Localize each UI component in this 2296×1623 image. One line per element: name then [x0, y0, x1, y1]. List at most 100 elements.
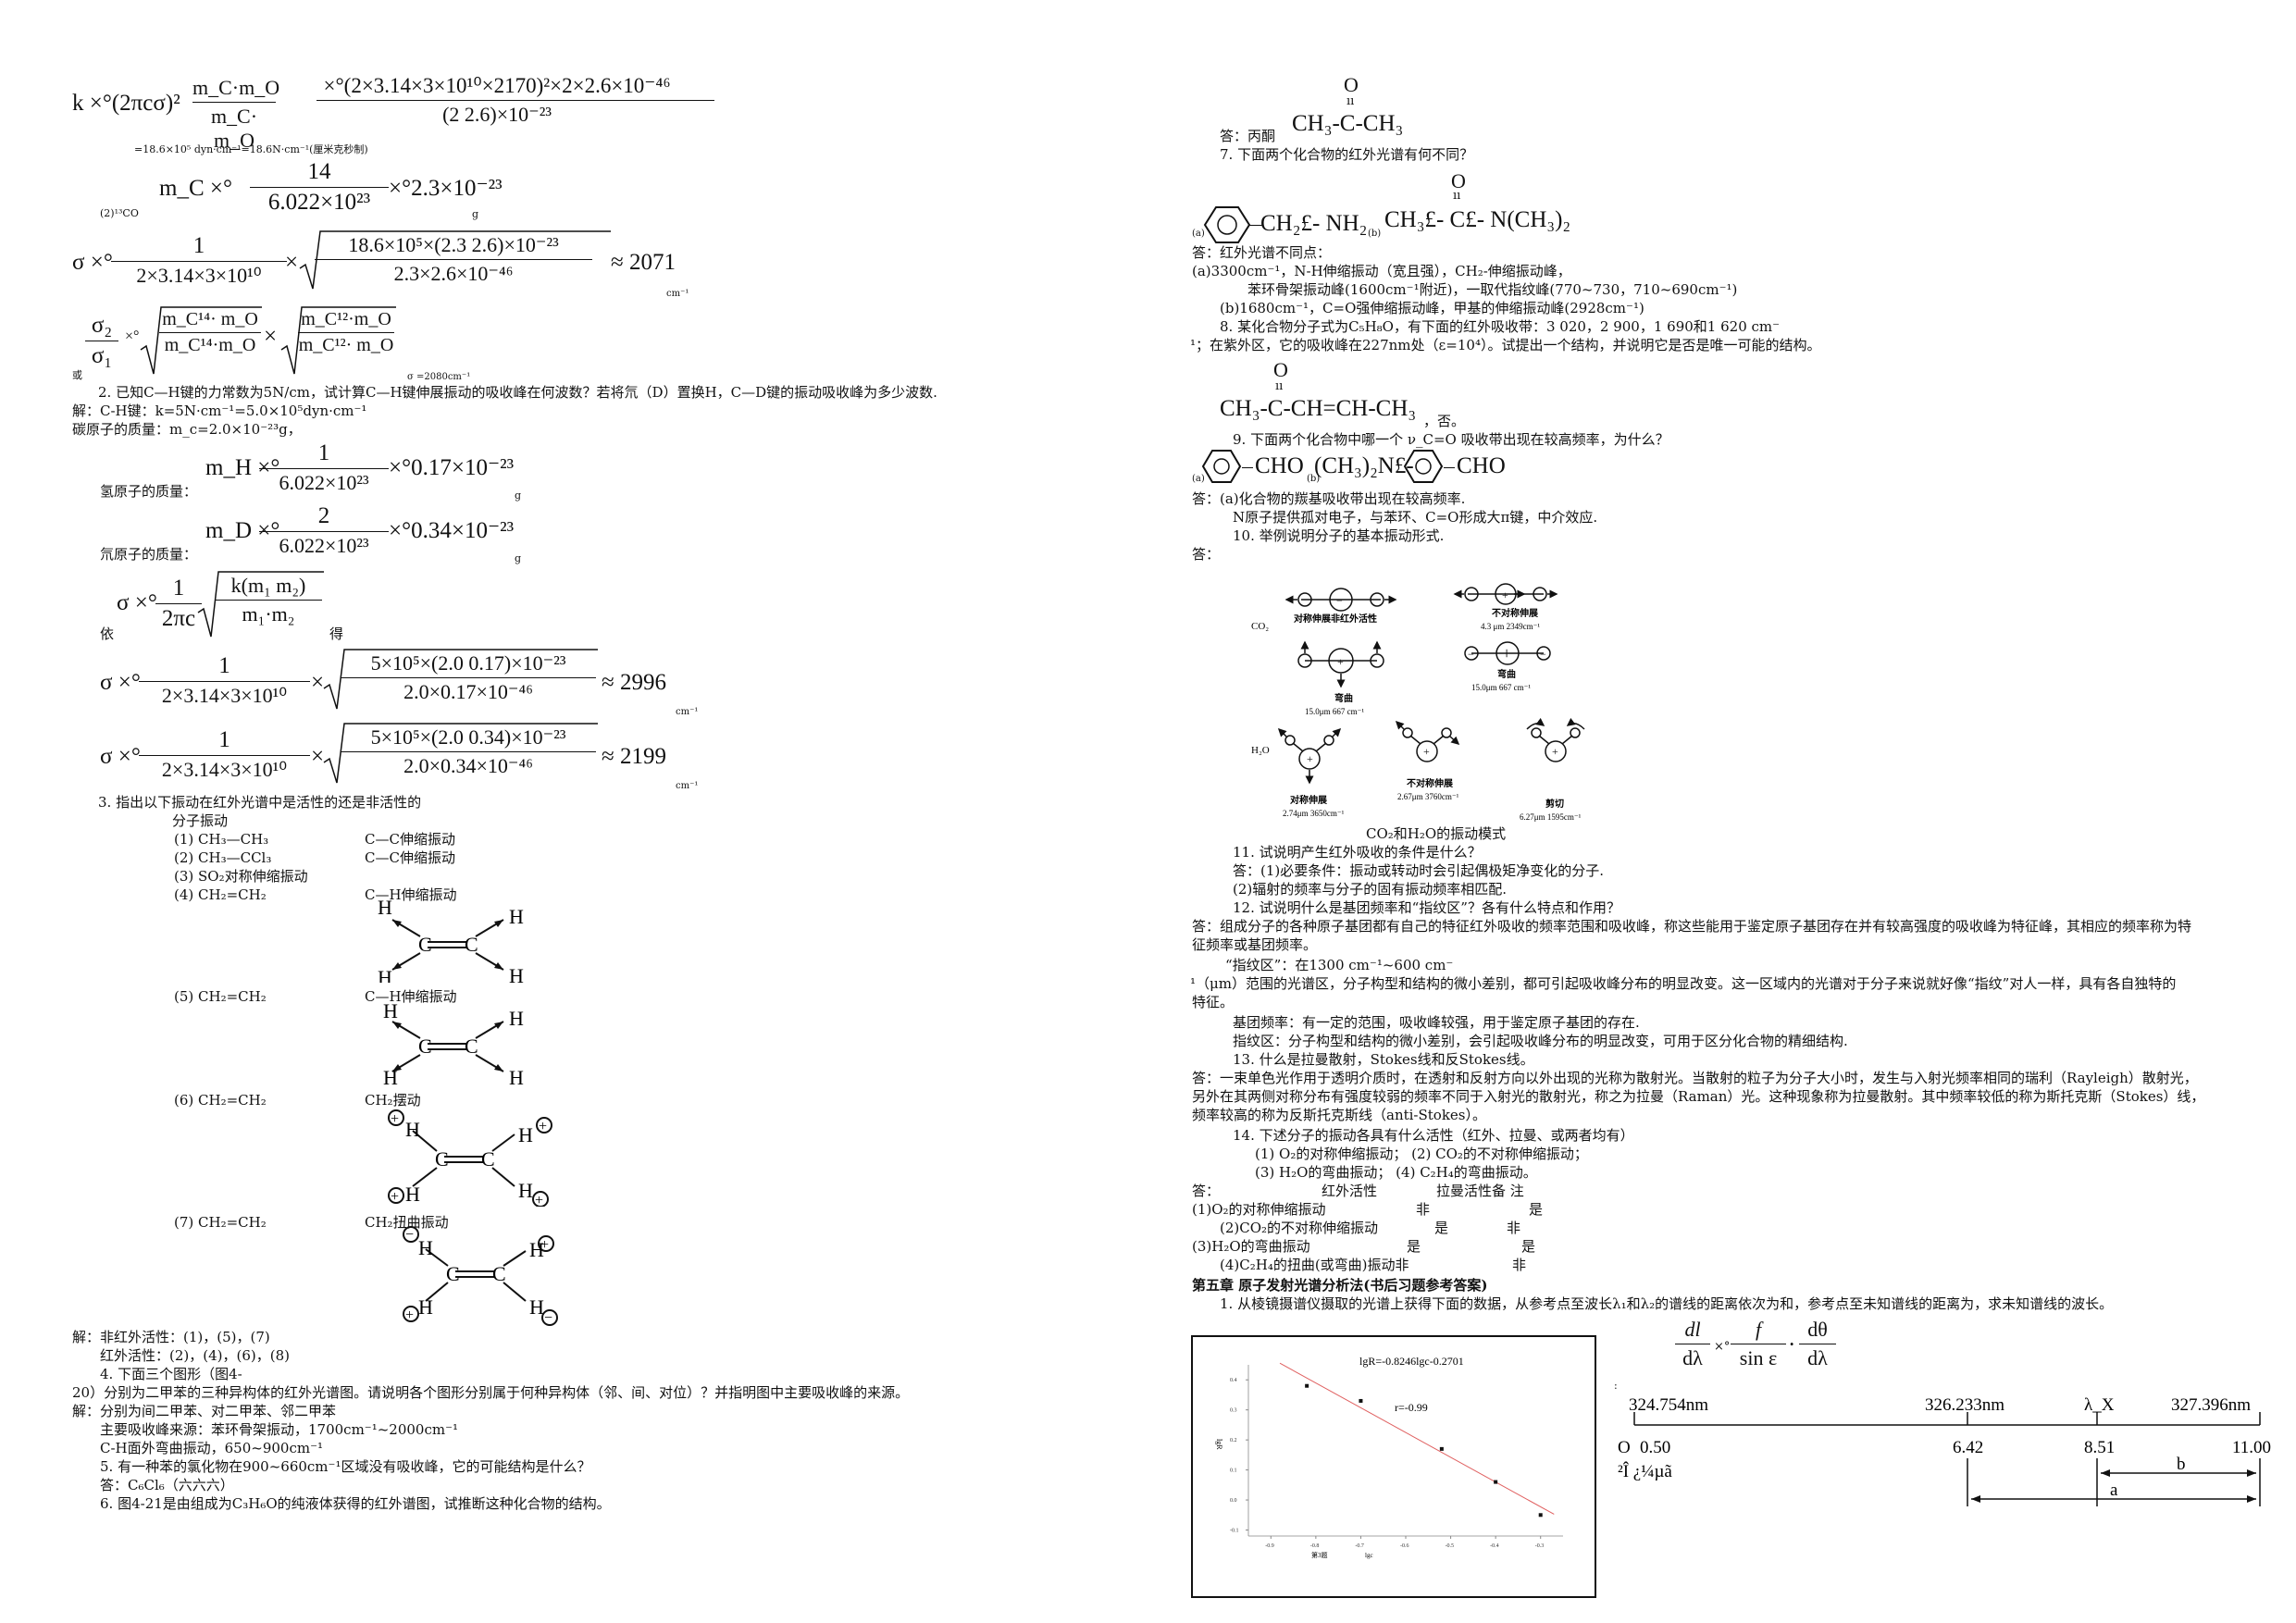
svg-text:−: − [544, 1310, 552, 1326]
svg-text:+: + [391, 1189, 399, 1205]
sd-rad-num: 5×10⁵×(2.0 0.34)×10⁻²³ [370, 725, 566, 749]
sg-frac: 1 2πc [155, 576, 202, 632]
scale-w1: 324.754nm [1629, 1395, 1708, 1415]
md-num: 2 [317, 503, 330, 528]
q9-b-cho: CHO [1457, 453, 1506, 478]
q5: 5. 有一种苯的氯化物在900~660cm⁻¹区域没有吸收峰，它的可能结构是什么… [100, 1458, 591, 1475]
atom-h: H [509, 905, 524, 928]
ans14-row4-raman: 非 [1512, 1257, 1527, 1273]
svg-text:+: + [1423, 745, 1430, 758]
ans13c: 频率较高的称为反斯托克斯线（anti-Stokes）。 [1192, 1107, 1486, 1123]
scale-w2: 326.233nm [1925, 1395, 2004, 1415]
ans6: 答：丙酮 [1220, 128, 1276, 144]
disp-colon: : [1614, 1380, 1618, 1392]
ans4c: C-H面外弯曲振动，650~900cm⁻¹ [100, 1440, 324, 1456]
scale-v0: 0.50 [1640, 1438, 1670, 1457]
atom-h: H [509, 1007, 524, 1030]
eq2-label: (2)¹³CO [100, 207, 139, 219]
eq1-frac2: ×°(2×3.14×3×10¹⁰×2170)²×2×2.6×10⁻⁴⁶ (2 2… [279, 74, 714, 127]
graph-ylabel: lgR [1215, 1439, 1223, 1450]
sg-den: 2πc [161, 606, 196, 631]
sg-radical [197, 571, 324, 638]
y-tick-label: 0.1 [1230, 1468, 1237, 1474]
q9: 9. 下面两个化合物中哪一个 ν_C=O 吸收带出现在较高频率，为什么？ [1233, 431, 1669, 448]
vib-h2o-asym-value: 2.67μm 3760cm⁻¹ [1397, 792, 1459, 801]
ans3a: 解：非红外活性：(1)，(5)，(7) [72, 1329, 270, 1345]
mh-rhs: ×°0.17×10⁻²³ [389, 455, 515, 480]
y-tick-label: 0.0 [1230, 1498, 1237, 1504]
graph-r-value: r=-0.99 [1395, 1401, 1428, 1414]
eq3-frac: 1 2×3.14×3×10¹⁰ [111, 233, 287, 288]
eq1-lhs: k ×°(2πcσ)² [72, 91, 180, 116]
sh-rad-den: 2.0×0.17×10⁻⁴⁶ [403, 680, 533, 703]
scale-wx: λ_X [2084, 1395, 2115, 1415]
graph-xlabel: lgc [1365, 1552, 1373, 1559]
scale-b: b [2177, 1455, 2186, 1474]
svg-text:+: + [405, 1307, 414, 1323]
data-point [1439, 1446, 1444, 1451]
md-label: 氘原子的质量： [100, 546, 198, 563]
svg-text:+: + [540, 1237, 549, 1253]
sh-rad-num: 5×10⁵×(2.0 0.17)×10⁻²³ [370, 651, 566, 675]
ans14-row2-ir: 是 [1434, 1220, 1449, 1236]
eq4-radical2 [280, 306, 396, 375]
atom-h: H [418, 1295, 433, 1319]
fit-line [1279, 1362, 1555, 1515]
ethylene-diagram-1: H H H H C C [378, 899, 524, 983]
ans12b: 征频率或基团频率。 [1192, 936, 1318, 953]
times-sign: × [311, 670, 325, 695]
q2-text: 2. 已知C—H键的力常数为5N/cm，试计算C—H键伸展振动的吸收峰在何波数？… [98, 384, 937, 401]
ans7a: 答：红外光谱不同点： [1192, 244, 1332, 261]
sg-lhs: σ ×° [117, 590, 157, 615]
q7: 7. 下面两个化合物的红外光谱有何不同？ [1220, 146, 1474, 163]
q14b: (3) H₂O的弯曲振动； (4) C₂H₄的弯曲振动。 [1255, 1164, 1537, 1181]
eq1-note: =18.6×10⁵ dyn·cm⁻¹=18.6N·cm⁻¹(厘米克秒制) [134, 143, 368, 155]
svg-text:−: − [405, 1227, 414, 1243]
q2-sol2: 碳原子的质量：m_c=2.0×10⁻²³g， [72, 421, 302, 438]
sd-frac: 1 2×3.14×3×10¹⁰ [139, 727, 310, 782]
sg-num: 1 [172, 576, 185, 601]
eq4-rhs: σ =2080cm⁻¹ [407, 372, 471, 382]
vib-h2o-scissor-label: 剪切 [1545, 798, 1564, 810]
atom-c: C [435, 1147, 449, 1171]
q9-b-label: (b) [1307, 474, 1321, 484]
ans13b: 另外在其两侧对称分布有强度较弱的频率不同于入射光的散射光，称之为拉曼（Raman… [1192, 1088, 2205, 1105]
vib-asym-label: 不对称伸展 [1492, 607, 1538, 619]
sh-frac: 1 2×3.14×3×10¹⁰ [139, 653, 310, 708]
ans14-row2-name: (2)CO₂的不对称伸缩振动 [1220, 1220, 1379, 1236]
sd-num: 1 [218, 727, 230, 752]
md-lhs: m_D ×° [205, 518, 280, 543]
q7-b-double-bond: ıı [1453, 189, 1461, 203]
ans9a: 答：(a)化合物的羰基吸收带出现在较高频率. [1192, 490, 1466, 507]
ans7b: (a)3300cm⁻¹，N-H伸缩振动（宽且强），CH₂-伸缩振动峰， [1192, 263, 1571, 279]
atom-h: H [509, 964, 524, 983]
sd-radical [323, 723, 598, 784]
eq3-rad-den: 2.3×2.6×10⁻⁴⁶ [393, 262, 514, 285]
md-unit: g [515, 552, 522, 564]
sh-den: 2×3.14×3×10¹⁰ [161, 684, 288, 707]
sd-rhs: ≈ 2199 [602, 744, 666, 769]
disp-lhs: dl dλ [1675, 1318, 1710, 1370]
y-tick-label: -0.1 [1230, 1529, 1239, 1534]
q7-b-label: (b) [1368, 229, 1382, 239]
svg-text:−: − [1336, 594, 1343, 607]
q3-row7-a: (7) CH₂=CH₂ [174, 1214, 267, 1231]
data-point [1538, 1513, 1543, 1518]
q4a: 4. 下面三个图形（图4- [100, 1366, 242, 1382]
ans14-row2-raman: 非 [1507, 1220, 1521, 1236]
eq4-lhs-den: σ₁ [91, 343, 113, 368]
atom-h: H [529, 1295, 544, 1319]
eq1-num1: m_C·m_O [192, 76, 280, 99]
q2-sol1: 解：C-H键：k=5N·cm⁻¹=5.0×10⁵dyn·cm⁻¹ [72, 403, 367, 419]
sd-unit: cm⁻¹ [676, 781, 699, 791]
q3-row3-a: (3) SO₂对称伸缩振动 [174, 868, 308, 885]
scale-v1: 6.42 [1953, 1438, 1983, 1457]
svg-text:−: − [1468, 648, 1474, 661]
eq3-unit: cm⁻¹ [666, 289, 689, 299]
eq3-num: 1 [192, 233, 205, 258]
x-tick-label: -0.3 [1535, 1543, 1545, 1549]
scale-w3: 327.396nm [2171, 1395, 2251, 1415]
q7-a-formula: CH₂£- NH₂ [1260, 211, 1368, 236]
q13: 13. 什么是拉曼散射，Stokes线和反Stokes线。 [1233, 1051, 1534, 1068]
